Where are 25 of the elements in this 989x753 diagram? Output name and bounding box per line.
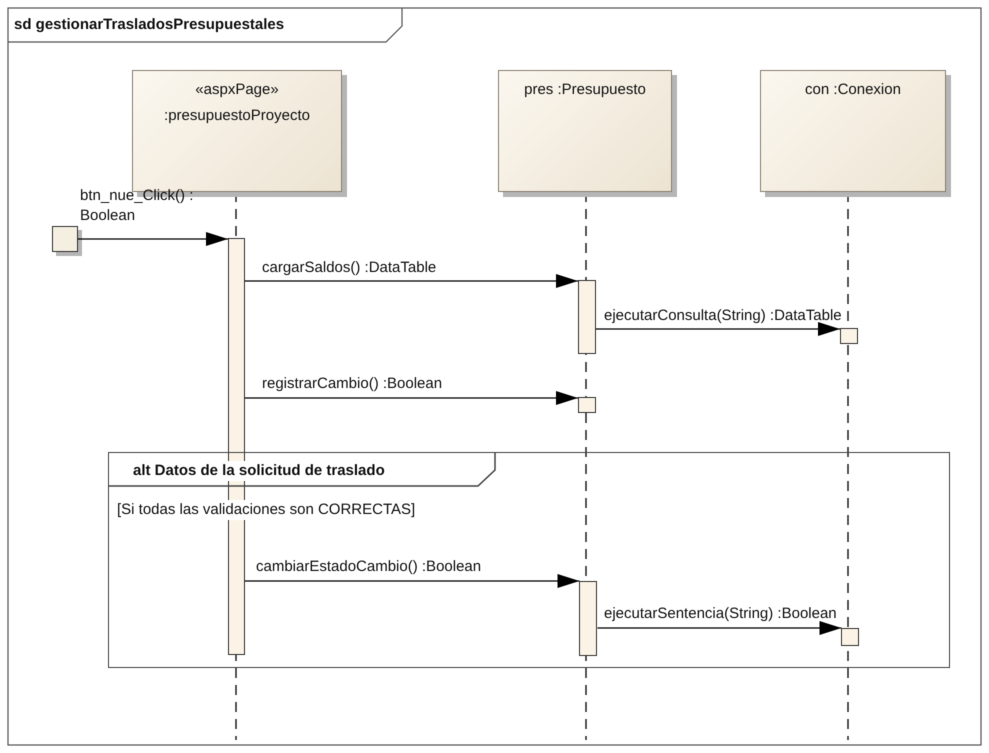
message-arrow xyxy=(245,391,578,405)
message-arrow xyxy=(78,232,228,246)
guard-condition: [Si todas las validaciones son CORRECTAS] xyxy=(117,500,416,520)
message-label: cambiarEstadoCambio() :Boolean xyxy=(256,557,482,577)
message-label: registrarCambio() :Boolean xyxy=(262,374,442,394)
message-arrow xyxy=(245,574,580,588)
combined-fragment xyxy=(108,452,950,668)
message-arrow xyxy=(245,274,578,288)
fragment-label: alt Datos de la solicitud de traslado xyxy=(133,461,385,481)
message-arrow xyxy=(596,322,840,336)
activation-bar xyxy=(840,328,858,344)
message-arrow xyxy=(598,621,842,635)
activation-bar xyxy=(578,397,596,413)
activation-bar xyxy=(841,628,859,646)
message-label: cargarSaldos() :DataTable xyxy=(262,258,436,278)
lifeline-name: «aspxPage» xyxy=(195,80,279,100)
message-label: ejecutarSentencia(String) :Boolean xyxy=(604,604,837,624)
message-label: ejecutarConsulta(String) :DataTable xyxy=(604,306,842,326)
lifeline-name: pres :Presupuesto xyxy=(524,80,646,100)
message-label: btn_nue_Click() : Boolean xyxy=(80,186,194,226)
lifeline-name: :presupuestoProyecto xyxy=(164,106,310,126)
diagram-title: sd gestionarTrasladosPresupuestales xyxy=(14,15,284,35)
activation-bar xyxy=(579,581,597,656)
lifeline-name: con :Conexion xyxy=(805,80,901,100)
activation-bar xyxy=(578,280,596,354)
